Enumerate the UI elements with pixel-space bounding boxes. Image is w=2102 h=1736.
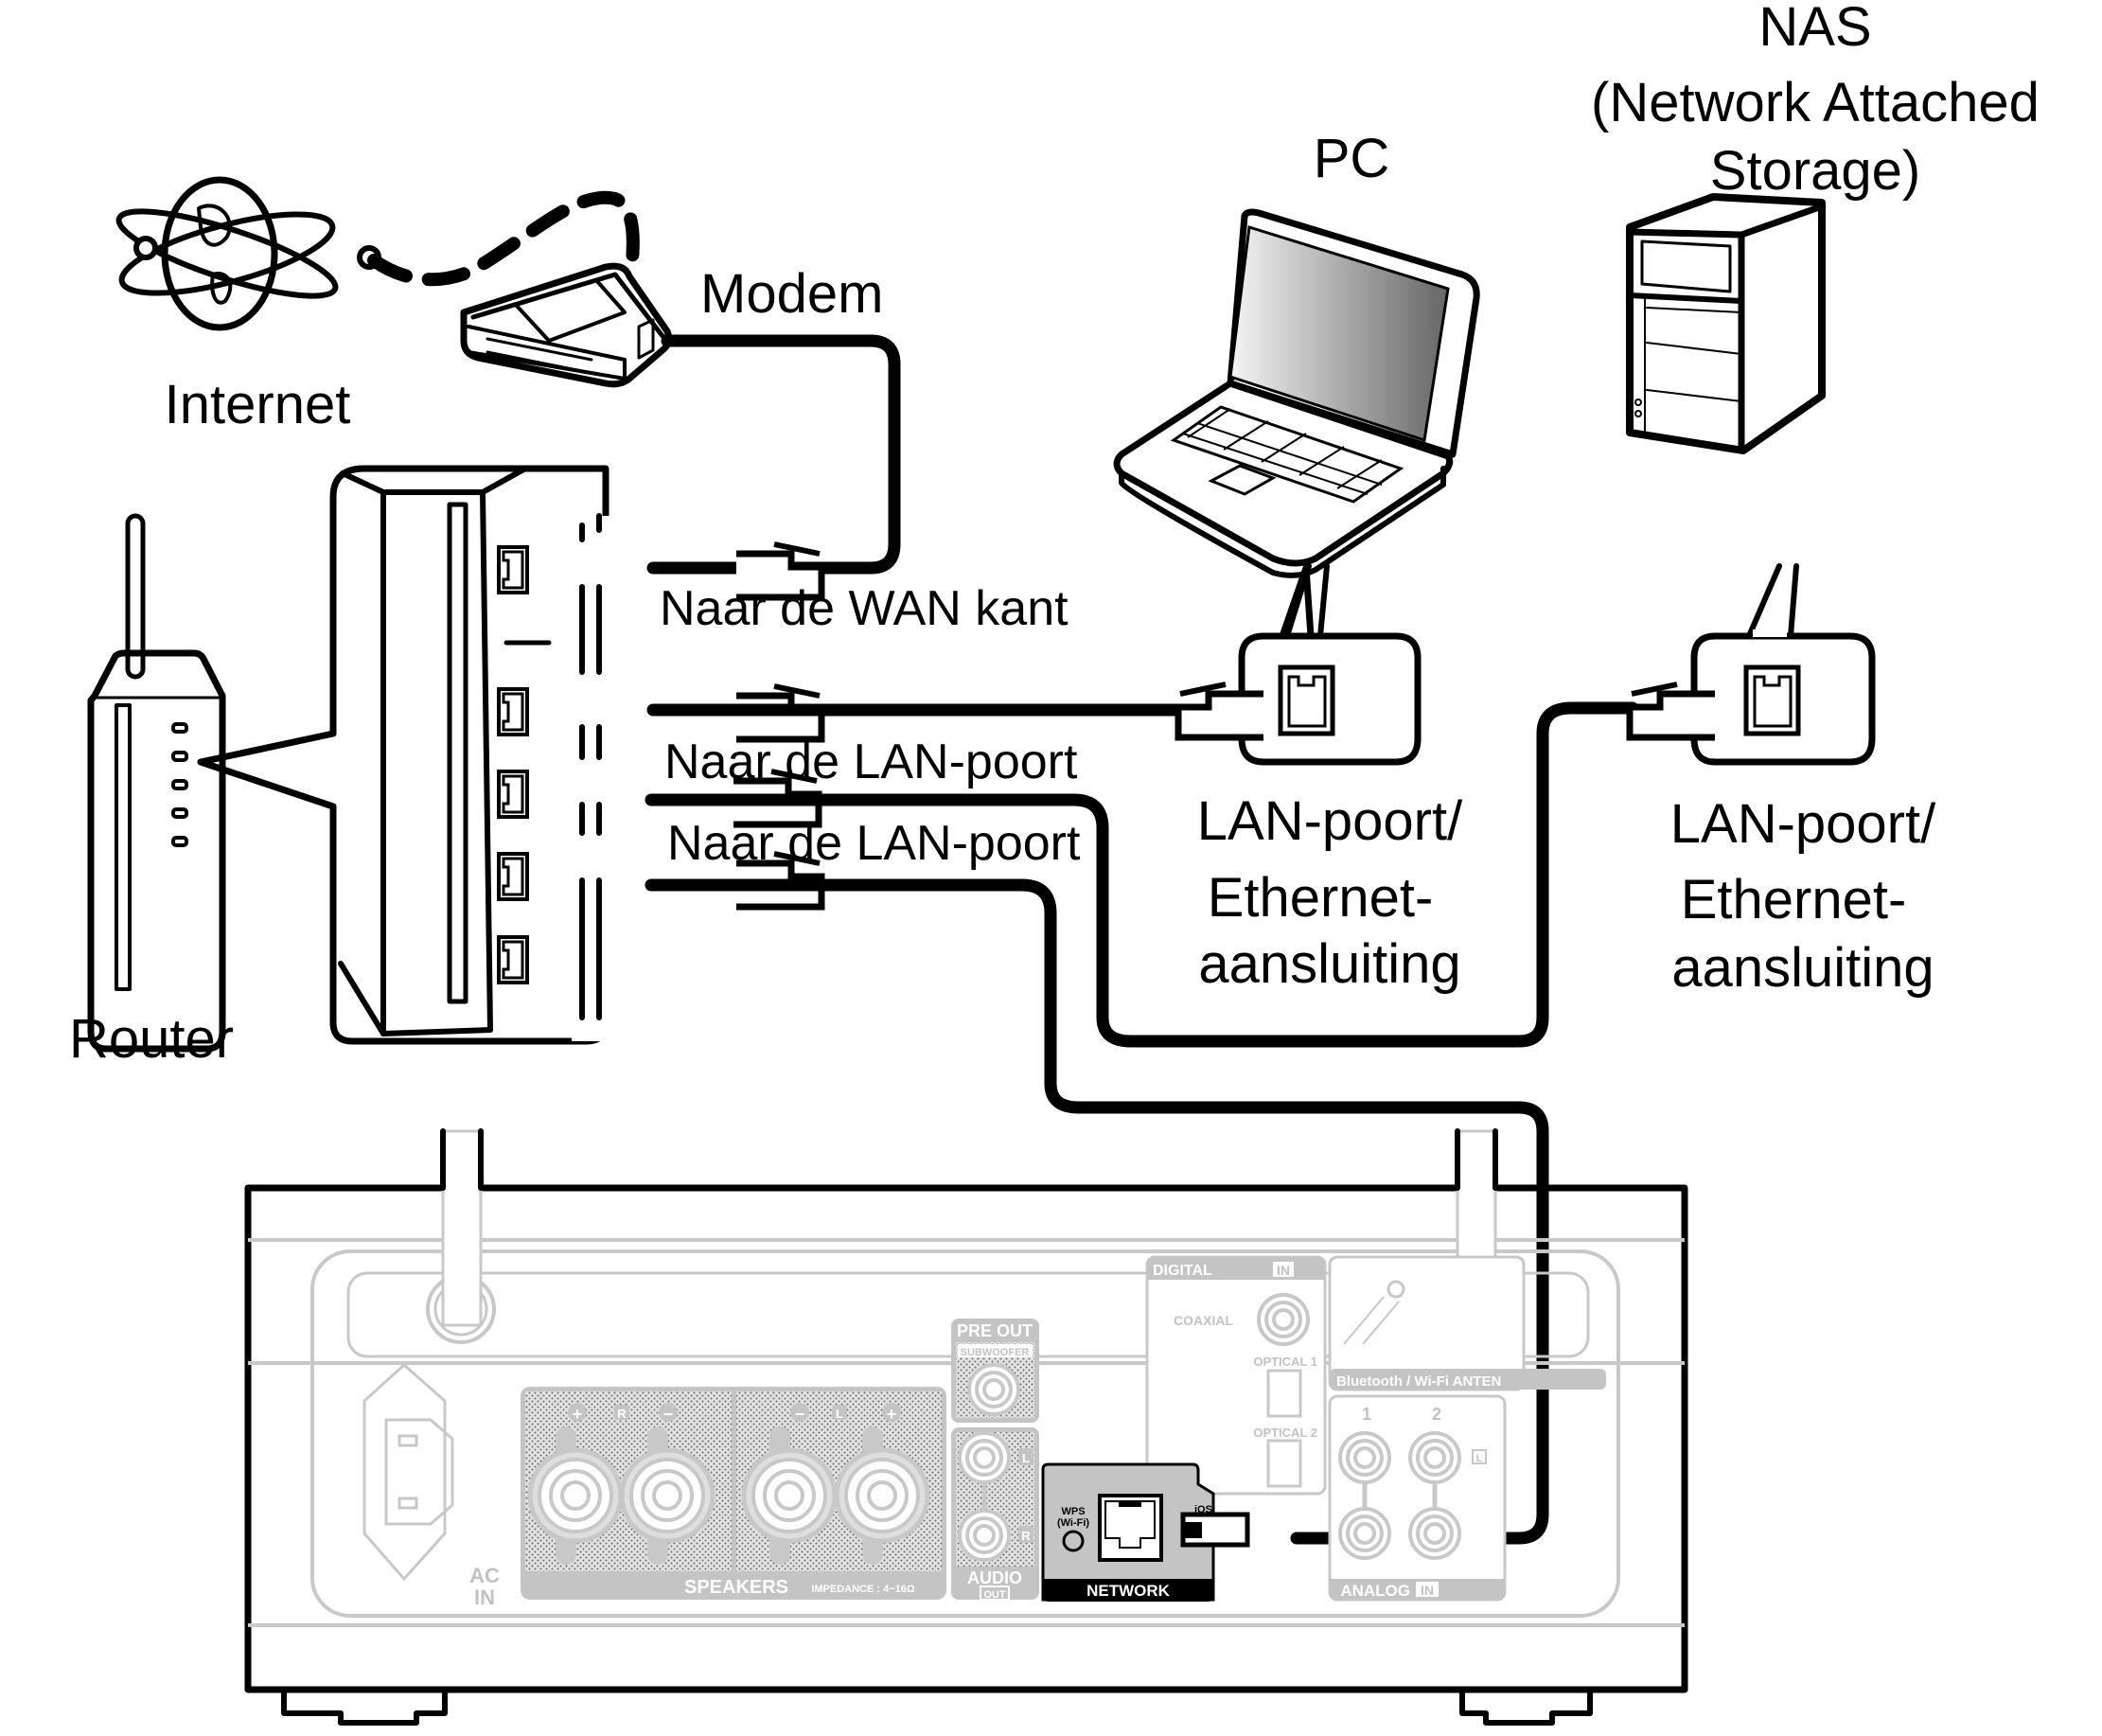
pc-port-label-3: aansluiting (1198, 933, 1460, 995)
nas-label-2: (Network Attached (1591, 72, 2040, 133)
analog-input-1: 1 (1362, 1405, 1371, 1424)
pre-out-label: PRE OUT (957, 1321, 1033, 1340)
router-icon (87, 513, 226, 1053)
network-port-block (1041, 1462, 1215, 1602)
spk-l-plus: + (887, 1405, 897, 1424)
nas-port-label-3: aansluiting (1671, 937, 1934, 999)
internet-label: Internet (165, 374, 351, 435)
nas-cable (645, 701, 1639, 1048)
modem-label: Modem (700, 263, 883, 325)
optical1-label: OPTICAL 1 (1253, 1355, 1317, 1369)
antenna-label: Bluetooth / Wi-Fi ANTEN (1336, 1373, 1501, 1390)
spk-r-label: R (617, 1407, 627, 1421)
router-lan-port-3 (497, 852, 529, 901)
nas-port-callout (1690, 563, 1876, 766)
subwoofer-label: SUBWOOFER (961, 1347, 1030, 1358)
router-lan-port-1 (497, 687, 529, 736)
router-lan-port-4 (497, 935, 529, 984)
digital-in-block (1145, 1255, 1327, 1496)
audio-out-r: R (1021, 1529, 1031, 1543)
analog-input-2: 2 (1432, 1405, 1441, 1424)
network-label: NETWORK (1086, 1582, 1171, 1600)
optical2-label: OPTICAL 2 (1253, 1426, 1317, 1440)
receiver-cable (645, 878, 1549, 1545)
audio-out-badge: OUT (983, 1589, 1006, 1601)
pc-label: PC (1314, 128, 1390, 189)
receiver-rear-panel: AC IN + R − − L + SPEAKERS IMPEDANCE : 4… (244, 1128, 1688, 1726)
audio-out-l: L (1022, 1451, 1030, 1465)
digital-in-badge: IN (1277, 1263, 1290, 1278)
antenna-block (1328, 1255, 1606, 1391)
spk-l-label: L (836, 1407, 843, 1421)
pre-out-block (951, 1319, 1039, 1423)
coaxial-label: COAXIAL (1174, 1313, 1233, 1328)
nas-plug-icon (1630, 684, 1715, 737)
audio-out-block (951, 1427, 1039, 1600)
wps-label-1: WPS (1061, 1506, 1085, 1517)
wan-cable (646, 334, 901, 575)
pc-plug-icon (1178, 684, 1263, 737)
spk-r-minus: − (663, 1405, 674, 1424)
router-wan-port (497, 545, 529, 594)
impedance-label: IMPEDANCE : 4~16Ω (811, 1584, 915, 1595)
wps-label-2: (Wi-Fi) (1057, 1517, 1089, 1529)
ac-in-label-2: IN (474, 1585, 495, 1609)
nas-port-label-2: Ethernet- (1681, 869, 1907, 930)
ac-in-label-1: AC (469, 1564, 500, 1587)
lan-label-2: Naar de LAN-poort (667, 816, 1081, 871)
router-label: Router (69, 1008, 234, 1070)
speakers-label: SPEAKERS (684, 1577, 788, 1598)
modem-icon (460, 262, 673, 388)
laptop-icon (1113, 208, 1480, 578)
lan-label-1: Naar de LAN-poort (664, 735, 1078, 789)
analog-in-badge: IN (1421, 1583, 1434, 1598)
audio-label: AUDIO (967, 1568, 1022, 1587)
ac-inlet-icon (362, 1362, 454, 1582)
nas-port-label-1: LAN-poort/ (1670, 793, 1936, 855)
internet-wireless-link (367, 190, 640, 287)
router-lan-port-2 (497, 770, 529, 819)
spk-l-minus: − (795, 1405, 805, 1424)
analog-label: ANALOG (1340, 1582, 1410, 1600)
spk-r-plus: + (573, 1405, 583, 1424)
speakers-terminal-block (521, 1387, 946, 1600)
router-ports-callout (197, 465, 611, 1045)
internet-globe-icon (115, 176, 381, 331)
nas-tower-icon (1626, 193, 1826, 454)
analog-in-block (1328, 1394, 1507, 1602)
wan-label: Naar de WAN kant (660, 581, 1069, 636)
pc-port-label-1: LAN-poort/ (1197, 790, 1463, 852)
analog-channel-l: L (1476, 1453, 1483, 1464)
pc-port-callout (1238, 563, 1422, 766)
digital-label: DIGITAL (1153, 1263, 1212, 1279)
nas-label-1: NAS (1758, 0, 1871, 58)
nas-label-3: Storage) (1710, 140, 1920, 202)
pc-port-label-2: Ethernet- (1208, 867, 1434, 929)
